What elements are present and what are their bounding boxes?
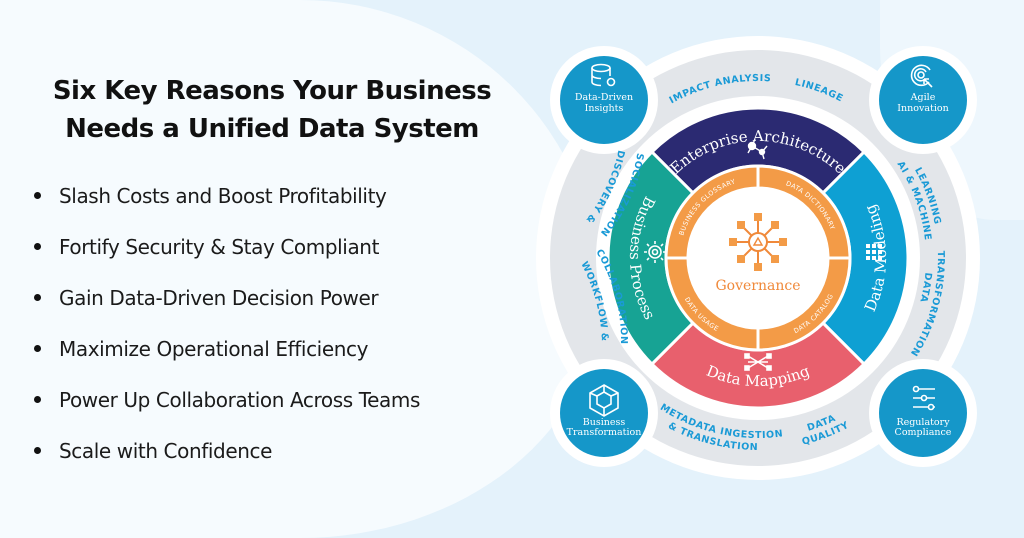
- list-item: Fortify Security & Stay Compliant: [34, 221, 524, 272]
- target-cursor-icon: [910, 64, 933, 88]
- text-panel: Six Key Reasons Your Business Needs a Un…: [34, 76, 524, 476]
- corner-label-innovation: Innovation: [897, 103, 948, 114]
- reason-text: Maximize Operational Efficiency: [59, 336, 369, 361]
- sliders-icon: [912, 385, 935, 411]
- governance-hub-icon: [729, 213, 787, 271]
- corner-label-insights: Insights: [585, 103, 624, 114]
- list-item: Scale with Confidence: [34, 425, 524, 476]
- corner-badge-innovation: [879, 56, 967, 144]
- corner-label-compliance: Compliance: [895, 427, 952, 438]
- bullet-icon: [34, 294, 41, 301]
- reason-text: Gain Data-Driven Decision Power: [59, 285, 379, 310]
- bullet-icon: [34, 396, 41, 403]
- grid-icon: [866, 244, 882, 260]
- list-item: Maximize Operational Efficiency: [34, 323, 524, 374]
- network-nodes-icon: [747, 138, 768, 160]
- center-label: Governance: [715, 278, 800, 294]
- reason-text: Slash Costs and Boost Profitability: [59, 183, 387, 208]
- database-gear-icon: [591, 63, 616, 87]
- cube-icon: [589, 384, 619, 417]
- list-item: Power Up Collaboration Across Teams: [34, 374, 524, 425]
- corner-label-insights: Data-Driven: [575, 92, 633, 103]
- bullet-icon: [34, 192, 41, 199]
- list-item: Slash Costs and Boost Profitability: [34, 170, 524, 221]
- inner-segment-catalog: [756, 256, 852, 352]
- reason-text: Fortify Security & Stay Compliant: [59, 234, 380, 259]
- corner-label-transformation: Business: [583, 417, 626, 428]
- list-item: Gain Data-Driven Decision Power: [34, 272, 524, 323]
- corner-badge-compliance: [879, 369, 967, 457]
- corner-label-innovation: Agile: [910, 92, 936, 103]
- reason-text: Scale with Confidence: [59, 438, 273, 463]
- reasons-list: Slash Costs and Boost Profitability Fort…: [34, 170, 524, 476]
- bullet-icon: [34, 243, 41, 250]
- corner-label-compliance: Regulatory: [896, 417, 950, 428]
- reason-text: Power Up Collaboration Across Teams: [59, 387, 420, 412]
- gear-icon: [644, 241, 666, 263]
- page-title: Six Key Reasons Your Business Needs a Un…: [52, 76, 492, 144]
- background-blob: [0, 0, 600, 538]
- corner-label-transformation: Transformation: [567, 427, 642, 438]
- mapping-arrows-icon: [744, 353, 772, 371]
- bullet-icon: [34, 447, 41, 454]
- bullet-icon: [34, 345, 41, 352]
- inner-segment-usage: [664, 256, 760, 352]
- corner-badge-insights: [560, 56, 648, 144]
